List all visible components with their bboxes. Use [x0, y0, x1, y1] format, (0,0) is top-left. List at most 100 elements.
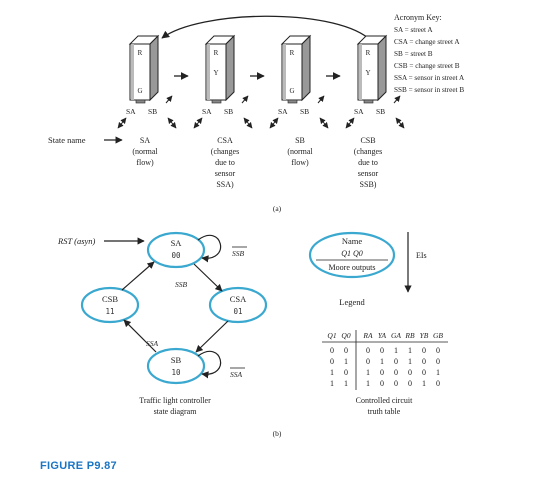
- state-sa-name: SA: [171, 238, 183, 248]
- sensor-arrow: [165, 95, 173, 104]
- truth-cell: 0: [422, 368, 426, 377]
- truth-cell: 0: [436, 346, 440, 355]
- edge-csb-sa: [121, 261, 155, 291]
- state-desc-1-line: SA: [140, 136, 150, 145]
- truth-header-cell: RB: [404, 331, 415, 340]
- return-arc-arrow: [161, 15, 369, 39]
- truth-header-cell: GB: [433, 331, 443, 340]
- sensor-arrow: [395, 117, 405, 129]
- truth-cell: 1: [344, 357, 348, 366]
- truth-cell: 0: [422, 357, 426, 366]
- sensor-sa-label: SA: [202, 107, 212, 116]
- truth-header-cell: YB: [420, 331, 429, 340]
- truth-cell: 1: [408, 346, 412, 355]
- edge-sb-csb: [123, 319, 157, 353]
- state-csb-code: 11: [105, 307, 114, 316]
- state-csa: [208, 286, 268, 324]
- truth-cell: 0: [436, 357, 440, 366]
- truth-cell: 0: [330, 346, 334, 355]
- state-desc-2-line: SSA): [216, 180, 234, 189]
- state-desc-1-line: (normal: [132, 147, 158, 156]
- state-diagram-caption-1: Traffic light controller: [139, 396, 211, 405]
- legend-code: Q1 Q0: [341, 249, 363, 258]
- truth-cell: 0: [344, 346, 348, 355]
- caption-b: (b): [273, 429, 282, 438]
- state-desc-2-line: sensor: [215, 169, 236, 178]
- truth-header-cell: Q0: [341, 331, 350, 340]
- state-desc-4-line: CSB: [360, 136, 375, 145]
- truth-cell: 0: [408, 379, 412, 388]
- svg-text:SA = street A: SA = street A: [394, 26, 433, 34]
- state-desc-3-line: (normal: [287, 147, 313, 156]
- state-desc-3-line: flow): [291, 158, 309, 167]
- svg-text:SSB = sensor in street B: SSB = sensor in street B: [394, 86, 464, 94]
- truth-cell: 0: [366, 357, 370, 366]
- lamp-mid: Y: [365, 69, 370, 77]
- state-desc-4-line: SSB): [360, 180, 377, 189]
- truth-cell: 1: [366, 368, 370, 377]
- truth-cell: 0: [422, 346, 426, 355]
- sensor-sa-label: SA: [278, 107, 288, 116]
- sensor-arrow: [345, 117, 355, 129]
- truth-cell: 0: [394, 379, 398, 388]
- lamp-mid: Y: [213, 69, 218, 77]
- state-diagram-caption-2: state diagram: [154, 407, 198, 416]
- truth-cell: 0: [380, 346, 384, 355]
- truth-cell: 1: [380, 357, 384, 366]
- sensor-arrow: [193, 117, 203, 129]
- state-name-label: State name: [48, 135, 86, 145]
- key-title: Acronym Key:: [394, 13, 442, 22]
- sensor-sb-label: SB: [300, 107, 309, 116]
- sensor-sa-label: SA: [354, 107, 364, 116]
- state-desc-4-line: sensor: [358, 169, 379, 178]
- legend-title: Legend: [339, 297, 365, 307]
- truth-cell: 1: [394, 346, 398, 355]
- truth-cell: 0: [408, 368, 412, 377]
- truth-caption-2: truth table: [368, 407, 401, 416]
- self-loop-sa: [197, 234, 222, 263]
- sensor-arrow: [319, 117, 329, 129]
- state-desc-4-line: (changes: [354, 147, 382, 156]
- sensor-arrow: [241, 95, 249, 104]
- svg-text:CSA = change street A: CSA = change street A: [394, 38, 460, 46]
- state-csa-name: CSA: [230, 294, 247, 304]
- edge-sa-csa: [193, 263, 223, 292]
- truth-cell: 0: [394, 368, 398, 377]
- sensor-sb-label: SB: [224, 107, 233, 116]
- truth-cell: 0: [436, 379, 440, 388]
- sensor-arrow: [243, 117, 253, 129]
- truth-cell: 1: [422, 379, 426, 388]
- truth-cell: 1: [330, 379, 334, 388]
- state-sa-code: 00: [171, 251, 181, 260]
- truth-header-cell: GA: [391, 331, 401, 340]
- lamp-bot: G: [289, 87, 294, 95]
- truth-cell: 1: [408, 357, 412, 366]
- truth-cell: 0: [366, 346, 370, 355]
- light-side-face: [301, 34, 311, 102]
- state-csb-name: CSB: [102, 294, 118, 304]
- legend-ellipse: [308, 231, 396, 279]
- rst-label: RST (asyn): [57, 236, 96, 246]
- lamp-top: R: [366, 49, 371, 57]
- sensor-sb-label: SB: [148, 107, 157, 116]
- sensor-arrow: [317, 95, 325, 104]
- sensor-arrow: [117, 117, 127, 129]
- label-ssb: SSB: [175, 280, 188, 289]
- truth-caption-1: Controlled circuit: [356, 396, 413, 405]
- svg-text:SSA = sensor in street A: SSA = sensor in street A: [394, 74, 465, 82]
- label-ssa: SSA: [146, 339, 159, 348]
- state-sb: [146, 347, 206, 385]
- truth-header-cell: Q1: [327, 331, 336, 340]
- truth-header-cell: RA: [362, 331, 373, 340]
- state-csb: [80, 286, 140, 324]
- svg-text:SB = street B: SB = street B: [394, 50, 433, 58]
- state-desc-3-line: SB: [295, 136, 305, 145]
- lamp-top: R: [214, 49, 219, 57]
- truth-header-cell: YA: [378, 331, 387, 340]
- sensor-arrow: [167, 117, 177, 129]
- truth-cell: 1: [436, 368, 440, 377]
